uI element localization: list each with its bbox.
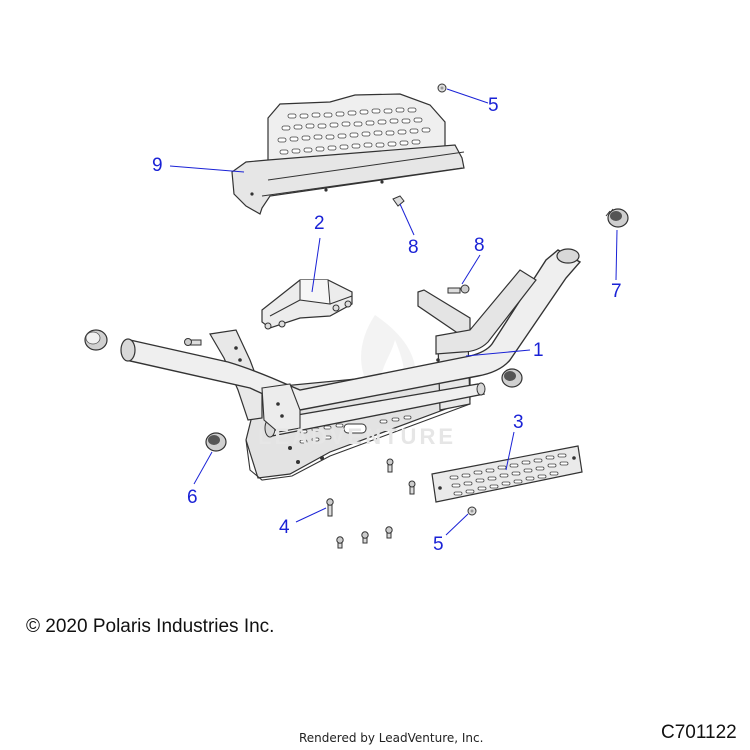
callout-6[interactable]: 6 xyxy=(187,487,198,508)
part-2-winch-mount[interactable] xyxy=(261,279,353,330)
part-4-bolt[interactable] xyxy=(326,498,334,517)
rendered-by-text: Rendered by LeadVenture, Inc. xyxy=(299,731,484,745)
callout-1[interactable]: 1 xyxy=(533,340,544,361)
part-3-lower-grille[interactable] xyxy=(431,445,583,503)
callout-2[interactable]: 2 xyxy=(314,213,325,234)
callout-8-lower[interactable]: 8 xyxy=(474,235,485,256)
part-4-bolt-c[interactable] xyxy=(385,526,393,539)
part-9-upper-grille[interactable] xyxy=(231,93,465,215)
callout-4[interactable]: 4 xyxy=(279,517,290,538)
copyright-text: © 2020 Polaris Industries Inc. xyxy=(26,616,275,637)
screw-2[interactable] xyxy=(408,480,416,495)
part-7-bumper-cap[interactable] xyxy=(605,208,629,228)
part-5-upper-rivet[interactable] xyxy=(437,83,447,93)
part-8-bolt[interactable] xyxy=(447,284,470,294)
part-6-cap-top[interactable] xyxy=(84,329,108,351)
screw-1[interactable] xyxy=(386,458,394,473)
callout-8-upper[interactable]: 8 xyxy=(408,237,419,258)
right-mount-bracket[interactable] xyxy=(417,289,471,337)
part-8-upper-fastener[interactable] xyxy=(392,195,405,207)
part-4-bolt-a[interactable] xyxy=(336,536,344,549)
callout-5-upper[interactable]: 5 xyxy=(488,95,499,116)
part-5-lower-rivet[interactable] xyxy=(467,506,477,516)
callout-3[interactable]: 3 xyxy=(513,412,524,433)
left-bolt[interactable] xyxy=(184,338,202,346)
part-1-bumper-frame[interactable] xyxy=(120,248,582,481)
leader-lines xyxy=(169,88,618,536)
part-6-cap-mid[interactable] xyxy=(501,368,523,388)
watermark-text: LEADVENTURE xyxy=(258,424,457,449)
part-6-cap[interactable] xyxy=(205,432,227,452)
callout-5-lower[interactable]: 5 xyxy=(433,534,444,555)
callout-9[interactable]: 9 xyxy=(152,155,163,176)
part-4-bolt-b[interactable] xyxy=(361,531,369,544)
callout-7[interactable]: 7 xyxy=(611,281,622,302)
diagram-code: C701122 xyxy=(661,722,737,743)
